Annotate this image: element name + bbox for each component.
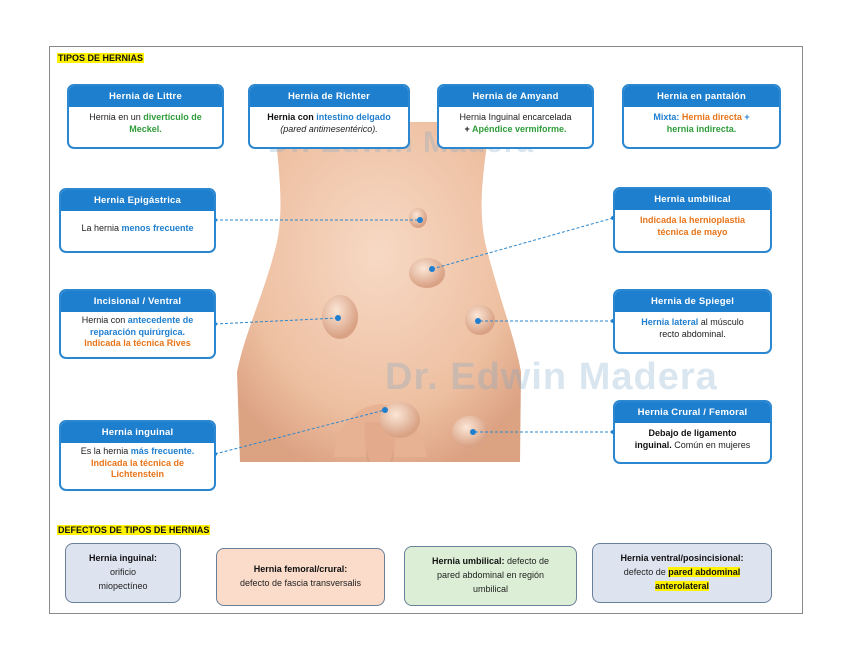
card-title: Hernia de Amyand (439, 86, 592, 107)
card-title: Hernia Epigástrica (61, 190, 214, 211)
card-title: Incisional / Ventral (61, 291, 214, 312)
card-text: Debajo de ligamento inguinal. Común en m… (634, 428, 751, 451)
card-title: Hernia de Spiegel (615, 291, 770, 312)
defect-inguinal: Hernia inguinal: orificio miopectíneo (65, 543, 181, 603)
defect-femoral: Hernia femoral/crural: defecto de fascia… (216, 548, 385, 606)
defect-umbilical: Hernia umbilical: defecto de pared abdom… (404, 546, 577, 606)
card-text: Hernia en un divertículo de Meckel. (89, 112, 202, 135)
card-text: Hernia lateral al músculo recto abdomina… (641, 317, 744, 340)
defect-ventral: Hernia ventral/posincisional: defecto de… (592, 543, 772, 603)
card-text: Indicada la hernioplastia técnica de may… (639, 215, 746, 238)
abdomen-illustration (237, 122, 521, 462)
card-hernia-littre: Hernia de Littre Hernia en un divertícul… (67, 84, 224, 149)
card-text: Hernia con intestino delgado (pared anti… (267, 112, 391, 135)
card-hernia-inguinal: Hernia inguinal Es la hernia más frecuen… (59, 420, 216, 491)
card-hernia-amyand: Hernia de Amyand Hernia Inguinal encarce… (437, 84, 594, 149)
card-text: Es la hernia más frecuente. Indicada la … (80, 446, 195, 480)
card-hernia-umbilical: Hernia umbilical Indicada la hernioplast… (613, 187, 772, 253)
section-title-defectos: DEFECTOS DE TIPOS DE HERNIAS (57, 525, 211, 535)
section-title-tipos: TIPOS DE HERNIAS (57, 53, 145, 63)
card-title: Hernia umbilical (615, 189, 770, 210)
card-hernia-richter: Hernia de Richter Hernia con intestino d… (248, 84, 410, 149)
card-text: Hernia con antecedente de reparación qui… (81, 315, 194, 349)
card-title: Hernia de Littre (69, 86, 222, 107)
card-hernia-epigastrica: Hernia Epigástrica La hernia menos frecu… (59, 188, 216, 253)
card-title: Hernia inguinal (61, 422, 214, 443)
card-hernia-spiegel: Hernia de Spiegel Hernia lateral al músc… (613, 289, 772, 354)
card-text: Mixta: Hernia directa + hernia indirecta… (653, 112, 750, 135)
card-title: Hernia de Richter (250, 86, 408, 107)
card-title: Hernia Crural / Femoral (615, 402, 770, 423)
card-text: Hernia Inguinal encarcelada + Apéndice v… (459, 112, 572, 135)
card-hernia-incisional: Incisional / Ventral Hernia con antecede… (59, 289, 216, 359)
card-text: La hernia menos frecuente (81, 223, 194, 233)
card-hernia-pantalon: Hernia en pantalón Mixta: Hernia directa… (622, 84, 781, 149)
card-hernia-crural: Hernia Crural / Femoral Debajo de ligame… (613, 400, 772, 464)
card-title: Hernia en pantalón (624, 86, 779, 107)
watermark-center: Dr. Edwin Madera (385, 356, 718, 398)
